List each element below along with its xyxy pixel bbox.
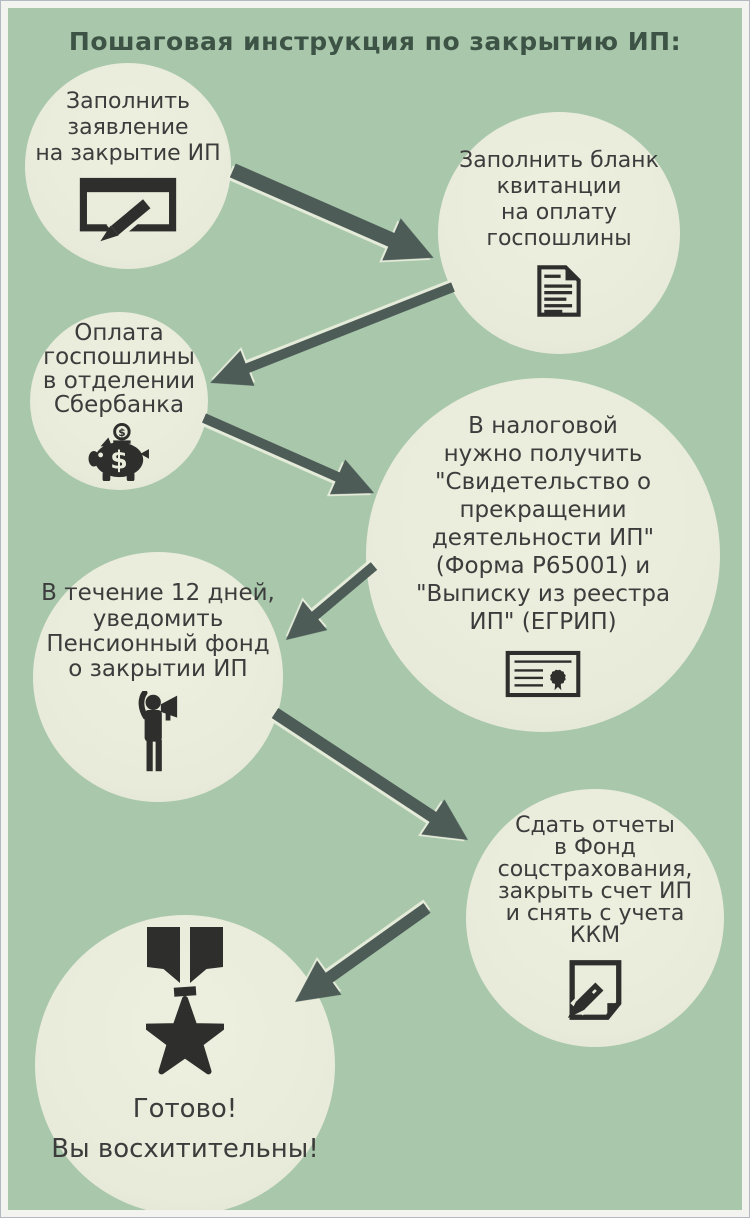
step-circle-4: В налоговой нужно получить "Свидетельств… (366, 378, 720, 732)
page-title: Пошаговая инструкция по закрытию ИП: (68, 27, 682, 56)
step-5-text: В течение 12 дней, уведомить Пенсионный … (41, 580, 275, 683)
announcement-person-icon (138, 690, 178, 771)
step-circle-6: Сдать отчеты в Фонд соцстрахования, закр… (466, 789, 724, 1047)
step-circle-5: В течение 12 дней, уведомить Пенсионный … (33, 552, 283, 802)
step-4-text: В налоговой нужно получить "Свидетельств… (415, 412, 671, 636)
svg-text:$: $ (110, 446, 127, 475)
arrow-step5-to-step6 (263, 695, 480, 858)
step-circle-1: Заполнить заявление на закрытие ИП (25, 63, 231, 269)
step-1-text: Заполнить заявление на закрытие ИП (35, 89, 221, 166)
arrow-step6-to-step7 (282, 891, 439, 1020)
infographic-canvas: Пошаговая инструкция по закрытию ИП: Зап… (8, 8, 742, 1210)
certificate-icon (505, 651, 581, 698)
report-pen-icon (567, 960, 622, 1020)
step-circle-3: Оплата госпошлины в отделении Сбербанка … (30, 312, 208, 490)
piggy-bank-icon: $ $ (88, 423, 149, 482)
arrow-step3-to-step4 (196, 401, 382, 511)
step-3-text: Оплата госпошлины в отделении Сбербанка (42, 319, 196, 419)
step-2-text: Заполнить бланк квитанции на оплату госп… (459, 148, 659, 251)
arrow-step2-to-step3 (203, 269, 460, 401)
step-circle-2: Заполнить бланк квитанции на оплату госп… (438, 112, 680, 354)
step-6-text: Сдать отчеты в Фонд соцстрахования, закр… (497, 813, 693, 948)
receipt-document-icon (537, 265, 581, 317)
arrow-step4-to-step5 (273, 551, 386, 655)
step-circle-7: Готово! Вы восхитительны! (35, 915, 335, 1210)
arrow-step1-to-step2 (224, 149, 443, 279)
svg-text:$: $ (118, 426, 125, 439)
medal-star-icon (146, 927, 224, 1075)
sign-document-icon (79, 177, 177, 242)
step-7-text: Готово! Вы восхитительны! (51, 1094, 319, 1165)
